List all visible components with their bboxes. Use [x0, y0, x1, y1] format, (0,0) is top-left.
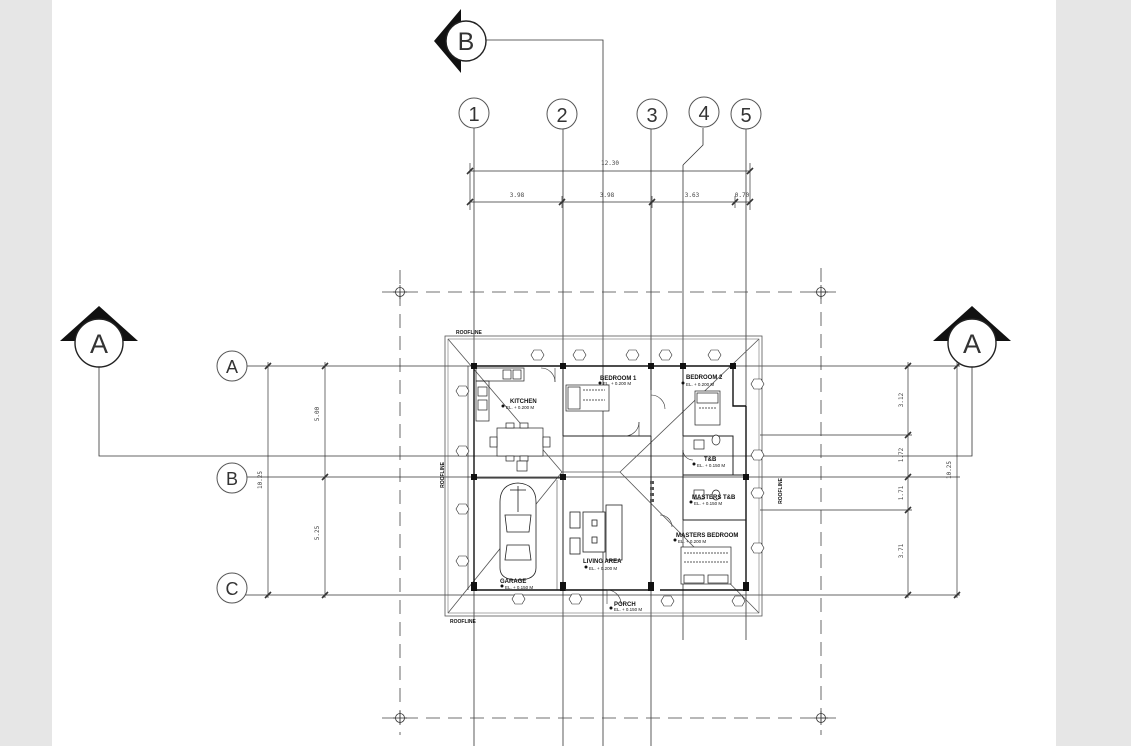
grid-bubble-a: A: [216, 350, 248, 382]
bedroom2-bed: [694, 390, 721, 426]
room-elev-masters-tb: EL. + 0.150 M: [694, 501, 722, 506]
bedroom1-bed: [565, 384, 610, 412]
room-name-living-area: LIVING AREA: [583, 559, 622, 565]
living-step-marks: [650, 481, 654, 502]
section-b-cut-line: [486, 39, 604, 746]
left-dimension-lines: [264, 362, 329, 599]
dining-table: [489, 422, 551, 472]
door-swings: [540, 367, 694, 605]
grid-bubble-4: 4: [688, 96, 720, 128]
dim-bay-1: 3.98: [510, 192, 525, 199]
roofline-label-right: ROOFLINE: [778, 477, 784, 503]
room-elev-kitchen: EL. + 0.200 M: [506, 405, 534, 410]
room-name-garage: GARAGE: [500, 579, 526, 585]
section-marker-a-left-label: A: [90, 329, 108, 359]
bathroom-fixtures: [693, 434, 721, 501]
grid-bubble-2-label: 2: [556, 105, 567, 127]
dim-left-segment-2: 5.25: [314, 525, 321, 540]
dim-bay-3: 3.63: [685, 192, 700, 199]
section-marker-a-right: A: [933, 306, 1011, 368]
dim-right-segment-4: 3.71: [898, 543, 905, 558]
grid-bubble-1-label: 1: [468, 104, 479, 126]
dim-left-segment-1: 5.00: [314, 406, 321, 421]
room-label-tb: T&B EL. + 0.150 M: [692, 457, 725, 468]
dim-bay-4: 0.70: [735, 192, 750, 199]
room-elev-garage: EL. + 0.150 M: [505, 585, 533, 590]
grid-bubble-b-label: B: [226, 469, 238, 489]
room-elev-bedroom2: EL. + 0.200 M: [686, 382, 714, 387]
room-elev-bedroom1: EL. + 0.200 M: [603, 381, 631, 386]
room-elev-tb: EL. + 0.150 M: [697, 463, 725, 468]
dim-right-total: 10.25: [946, 461, 953, 479]
section-marker-a-left: A: [60, 306, 138, 368]
room-label-porch: PORCH EL. + 0.150 M: [609, 602, 642, 612]
right-dimension-lines: [760, 362, 961, 599]
masters-bed: [680, 546, 732, 585]
grid-bubble-b: B: [216, 462, 248, 494]
grid-bubble-4-label: 4: [698, 103, 709, 125]
grid-bubble-3-label: 3: [646, 105, 657, 127]
living-sofa-set: [569, 504, 623, 561]
room-elev-porch: EL. + 0.150 M: [614, 607, 642, 612]
grid-bubble-c: C: [216, 572, 248, 604]
dim-left-total: 10.25: [257, 471, 264, 489]
grid-bubble-1: 1: [458, 97, 490, 129]
room-name-porch: PORCH: [614, 602, 636, 608]
dim-bay-2: 3.98: [600, 192, 615, 199]
room-name-bedroom1: BEDROOM 1: [600, 376, 637, 382]
room-elev-living-area: EL. + 0.200 M: [589, 566, 617, 571]
room-label-masters-bedroom: MASTERS BEDROOM EL. + 0.200 M: [673, 533, 738, 544]
garage-car: [499, 482, 537, 581]
grid-bubble-a-label: A: [226, 357, 238, 377]
dashed-reference-lines: [382, 268, 840, 735]
room-name-bedroom2: BEDROOM 2: [686, 375, 723, 381]
room-label-kitchen: KITCHEN EL. + 0.200 M: [501, 399, 537, 410]
room-name-kitchen: KITCHEN: [510, 399, 537, 405]
room-label-garage: GARAGE EL. + 0.150 M: [500, 579, 533, 590]
reference-targets: [393, 285, 828, 725]
top-dimension-lines: [466, 163, 754, 210]
kitchen-fixtures: [475, 367, 525, 422]
room-name-masters-tb: MASTERS T&B: [692, 495, 736, 501]
grid-bubble-5-label: 5: [740, 105, 751, 127]
room-name-masters-bedroom: MASTERS BEDROOM: [676, 533, 738, 539]
room-label-masters-tb: MASTERS T&B EL. + 0.150 M: [689, 495, 736, 506]
room-name-tb: T&B: [704, 457, 717, 463]
grid-bubble-c-label: C: [226, 579, 239, 599]
roofline-label-left: ROOFLINE: [440, 461, 446, 487]
dim-overall-width: 12.30: [601, 160, 619, 167]
interior-walls: [474, 366, 746, 590]
room-elev-masters-bedroom: EL. + 0.200 M: [678, 539, 706, 544]
grid-bubble-3: 3: [636, 98, 668, 130]
dim-right-segment-2: 1.72: [898, 447, 905, 462]
dim-right-segment-3: 1.71: [898, 485, 905, 500]
section-marker-b-label: B: [458, 28, 475, 56]
window-tags: [455, 349, 765, 607]
room-label-bedroom2: BEDROOM 2 EL. + 0.200 M: [681, 375, 723, 387]
section-marker-a-right-label: A: [963, 329, 981, 359]
grid-bubble-2: 2: [546, 98, 578, 130]
room-label-bedroom1: BEDROOM 1 EL. + 0.200 M: [598, 376, 637, 386]
roofline-label-bottom: ROOFLINE: [450, 619, 476, 625]
dim-right-segment-1: 3.12: [898, 392, 905, 407]
section-marker-b: B: [434, 9, 487, 73]
roofline-label-top: ROOFLINE: [456, 330, 482, 336]
room-label-living-area: LIVING AREA EL. + 0.200 M: [583, 559, 622, 571]
grid-bubble-5: 5: [730, 98, 762, 130]
structural-columns: [471, 363, 749, 591]
